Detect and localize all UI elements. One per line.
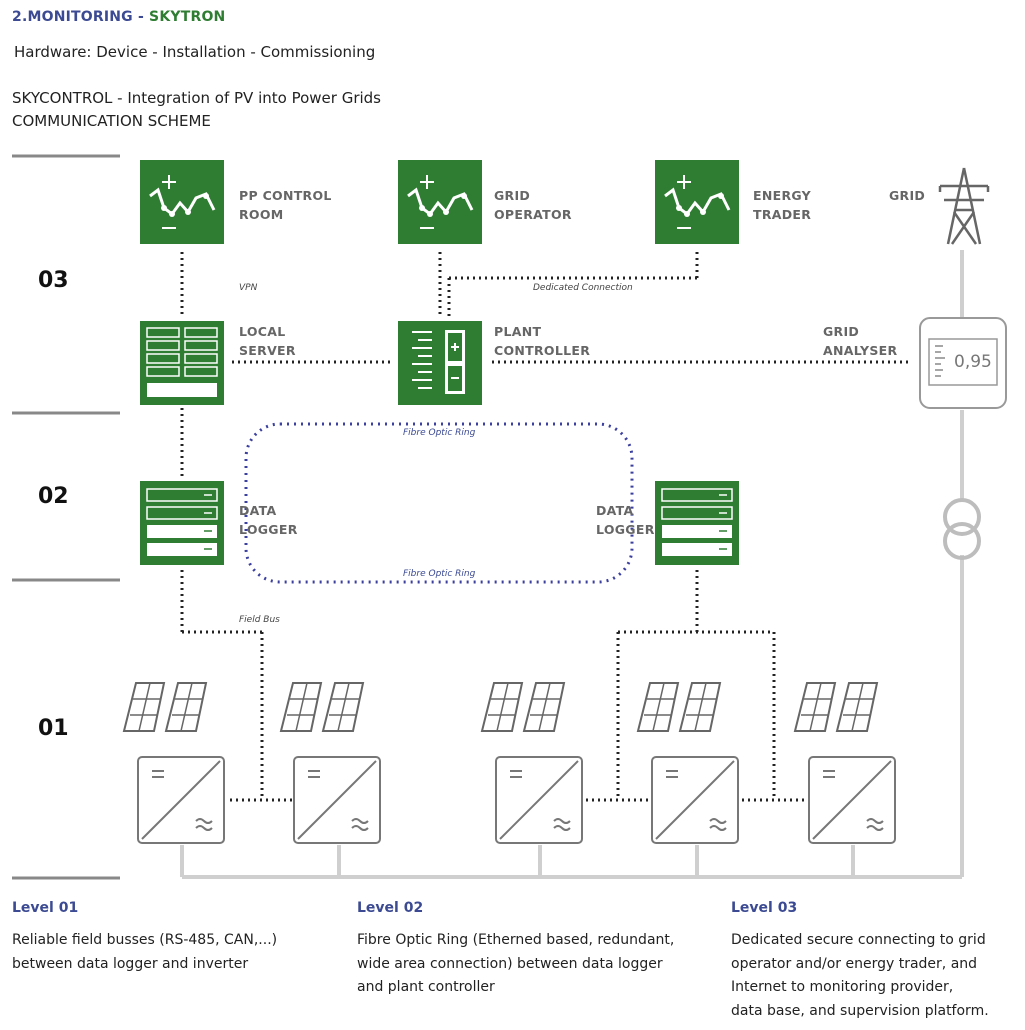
level-01-number: 01 (38, 716, 69, 741)
data-logger-left-label-line2: LOGGER (239, 522, 298, 537)
level-02-number: 02 (38, 484, 69, 509)
level-03-description: Level 03 Dedicated secure connecting to … (731, 900, 1021, 1023)
level-02-line1: Fibre Optic Ring (Etherned based, redund… (357, 932, 675, 948)
solar-panels (123, 682, 878, 732)
grid-operator-label-line1: GRID (494, 188, 531, 203)
level-03-heading: Level 03 (731, 900, 798, 916)
grid-analyser-label-line2: ANALYSER (823, 343, 898, 358)
level-01-description: Level 01 Reliable field busses (RS-485, … (12, 900, 342, 976)
analyser-reading: 0,95 (954, 352, 992, 372)
local-server-label-line1: LOCAL (239, 324, 286, 339)
data-logger-right-label: DATA LOGGER (596, 501, 655, 539)
level-03-number: 03 (38, 268, 69, 293)
grid-analyser-label: GRID ANALYSER (823, 322, 897, 360)
pp-control-room-label: PP CONTROL ROOM (239, 186, 332, 224)
section-title: 2.MONITORING - SKYTRON (12, 9, 225, 25)
fibre-ring-top-label: Fibre Optic Ring (403, 428, 476, 438)
energy-trader-label: ENERGY TRADER (753, 186, 811, 224)
fibre-optic-ring (244, 422, 634, 584)
energy-trader-box (655, 160, 739, 244)
transformer-icon (943, 498, 981, 560)
level-03-line2: operator and/or energy trader, and (731, 955, 978, 972)
local-server-label: LOCAL SERVER (239, 322, 296, 360)
data-logger-left-label-line1: DATA (239, 503, 277, 518)
brand-label: SKYTRON (149, 9, 226, 25)
level-01-line1: Reliable field busses (RS-485, CAN,...) (12, 932, 278, 948)
pp-control-room-box (140, 160, 224, 244)
level-02-line3: and plant controller (357, 979, 495, 995)
grid-analyser-label-line1: GRID (823, 324, 860, 339)
fibre-ring-bottom-label: Fibre Optic Ring (403, 569, 476, 579)
level-01-heading: Level 01 (12, 900, 79, 916)
field-bus-label: Field Bus (239, 615, 280, 625)
dotted-connections (180, 252, 912, 802)
level-separators (12, 154, 120, 880)
section-separator: - (132, 9, 150, 25)
level-01-line2: between data logger and inverter (12, 955, 249, 972)
energy-trader-label-line1: ENERGY (753, 188, 812, 203)
plant-controller-box (398, 321, 482, 405)
level-03-line4: data base, and supervision platform. (731, 1002, 989, 1019)
grid-operator-label-line2: OPERATOR (494, 207, 572, 222)
data-logger-right-label-line2: LOGGER (596, 522, 655, 537)
grid-label: GRID (889, 188, 926, 203)
data-logger-left-box (140, 481, 224, 565)
grid-operator-box (398, 160, 482, 244)
section-label: 2.MONITORING (12, 9, 133, 25)
grid-pylon-icon (938, 167, 990, 245)
dedicated-connection-label: Dedicated Connection (533, 283, 633, 293)
subtitle: Hardware: Device - Installation - Commis… (14, 43, 376, 61)
data-logger-right-box (655, 481, 739, 565)
plant-controller-label-line1: PLANT (494, 324, 542, 339)
plant-controller-label-line2: CONTROLLER (494, 343, 591, 358)
local-server-label-line2: SERVER (239, 343, 296, 358)
vpn-label: VPN (239, 283, 258, 293)
local-server-box (140, 321, 224, 405)
level-03-line1: Dedicated secure connecting to grid (731, 932, 986, 948)
level-03-line3: Internet to monitoring provider, (731, 979, 954, 995)
pp-control-room-label-line1: PP CONTROL (239, 188, 332, 203)
grid-analyser-box (919, 317, 1007, 409)
plant-controller-label: PLANT CONTROLLER (494, 322, 590, 360)
inverters (137, 756, 896, 844)
scheme-title-line1: SKYCONTROL - Integration of PV into Powe… (12, 89, 382, 107)
grid-operator-label: GRID OPERATOR (494, 186, 572, 224)
scheme-title-line2: COMMUNICATION SCHEME (12, 112, 211, 130)
pp-control-room-label-line2: ROOM (239, 207, 284, 222)
data-logger-right-label-line1: DATA (596, 503, 634, 518)
power-lines (180, 250, 964, 879)
energy-trader-label-line2: TRADER (753, 207, 812, 222)
level-02-heading: Level 02 (357, 900, 424, 916)
level-02-description: Level 02 Fibre Optic Ring (Etherned base… (357, 900, 727, 1000)
level-02-line2: wide area connection) between data logge… (357, 955, 663, 972)
data-logger-left-label: DATA LOGGER (239, 501, 298, 539)
